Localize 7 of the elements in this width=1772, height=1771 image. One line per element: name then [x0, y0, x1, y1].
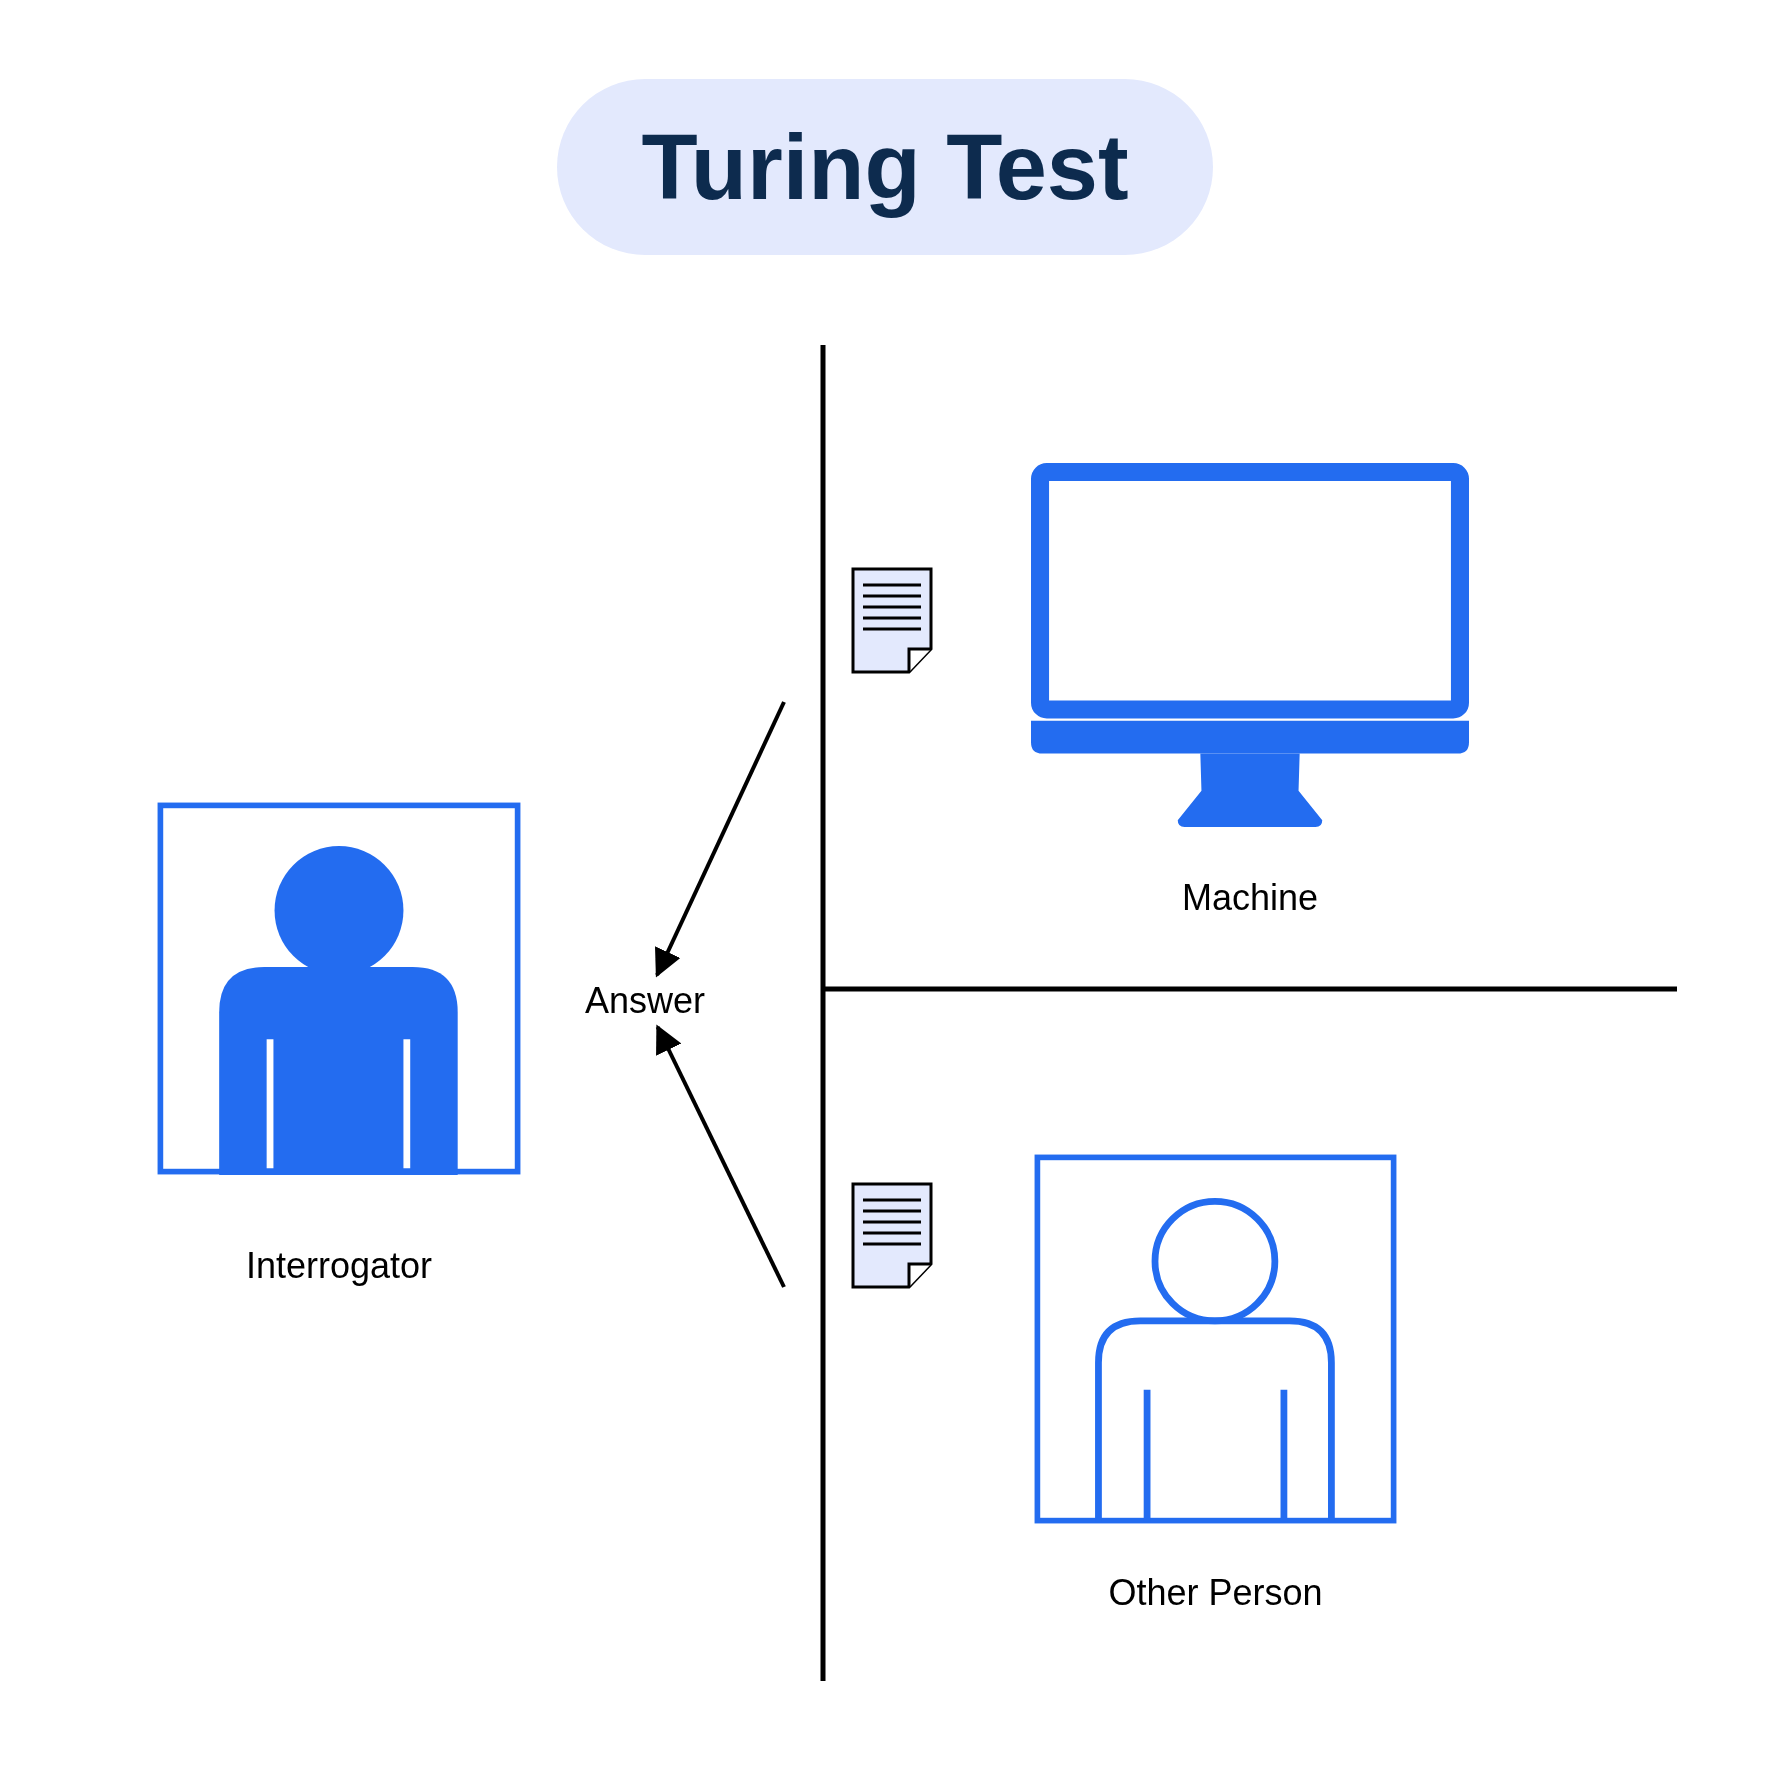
arrow [655, 1024, 786, 1288]
node-label: Other Person [1108, 1571, 1323, 1615]
answer-label: Answer [570, 975, 720, 1027]
node-label: Machine [1181, 876, 1319, 920]
arrow [655, 701, 786, 978]
node-label: Interrogator [245, 1244, 433, 1288]
title: Turing Test [557, 79, 1213, 255]
